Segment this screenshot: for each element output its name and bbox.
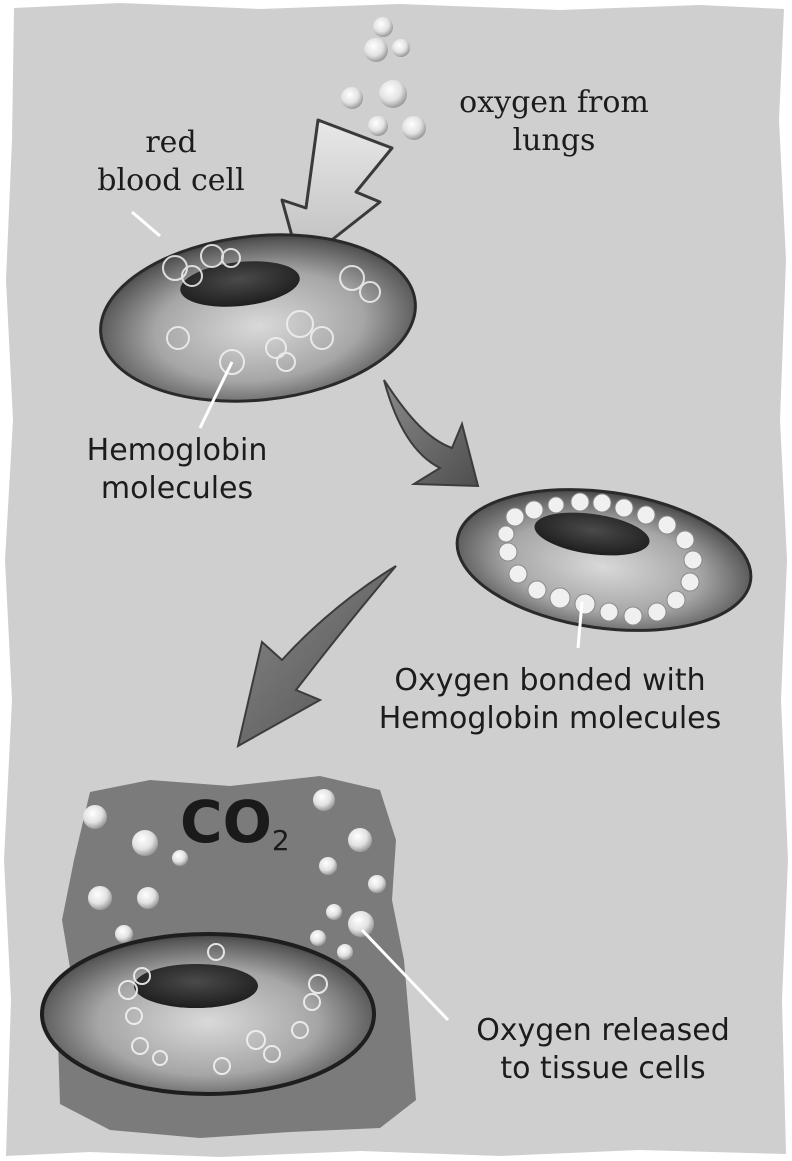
label-co2-subscript: 2: [272, 824, 290, 857]
label-co2-main: CO: [180, 788, 272, 856]
label-hemoglobin-line2: molecules: [62, 470, 292, 508]
label-red-blood-cell-line1: red: [86, 124, 256, 162]
red-blood-cell-3: [42, 934, 374, 1094]
label-oxygen-bonded: Oxygen bonded with Hemoglobin molecules: [340, 662, 760, 738]
label-oxygen-released: Oxygen released to tissue cells: [444, 1012, 762, 1088]
label-oxygen-bonded-line2: Hemoglobin molecules: [340, 700, 760, 738]
label-red-blood-cell-line2: blood cell: [86, 162, 256, 200]
label-hemoglobin-line1: Hemoglobin: [62, 432, 292, 470]
label-oxygen-released-line1: Oxygen released: [444, 1012, 762, 1050]
label-co2: CO2: [180, 788, 290, 856]
label-oxygen-from-lungs: oxygen from lungs: [434, 84, 674, 160]
label-oxygen-from-lungs-line2: lungs: [434, 122, 674, 160]
label-oxygen-bonded-line1: Oxygen bonded with: [340, 662, 760, 700]
label-red-blood-cell: red blood cell: [86, 124, 256, 200]
label-oxygen-from-lungs-line1: oxygen from: [434, 84, 674, 122]
label-hemoglobin-molecules: Hemoglobin molecules: [62, 432, 292, 508]
label-oxygen-released-line2: to tissue cells: [444, 1050, 762, 1088]
